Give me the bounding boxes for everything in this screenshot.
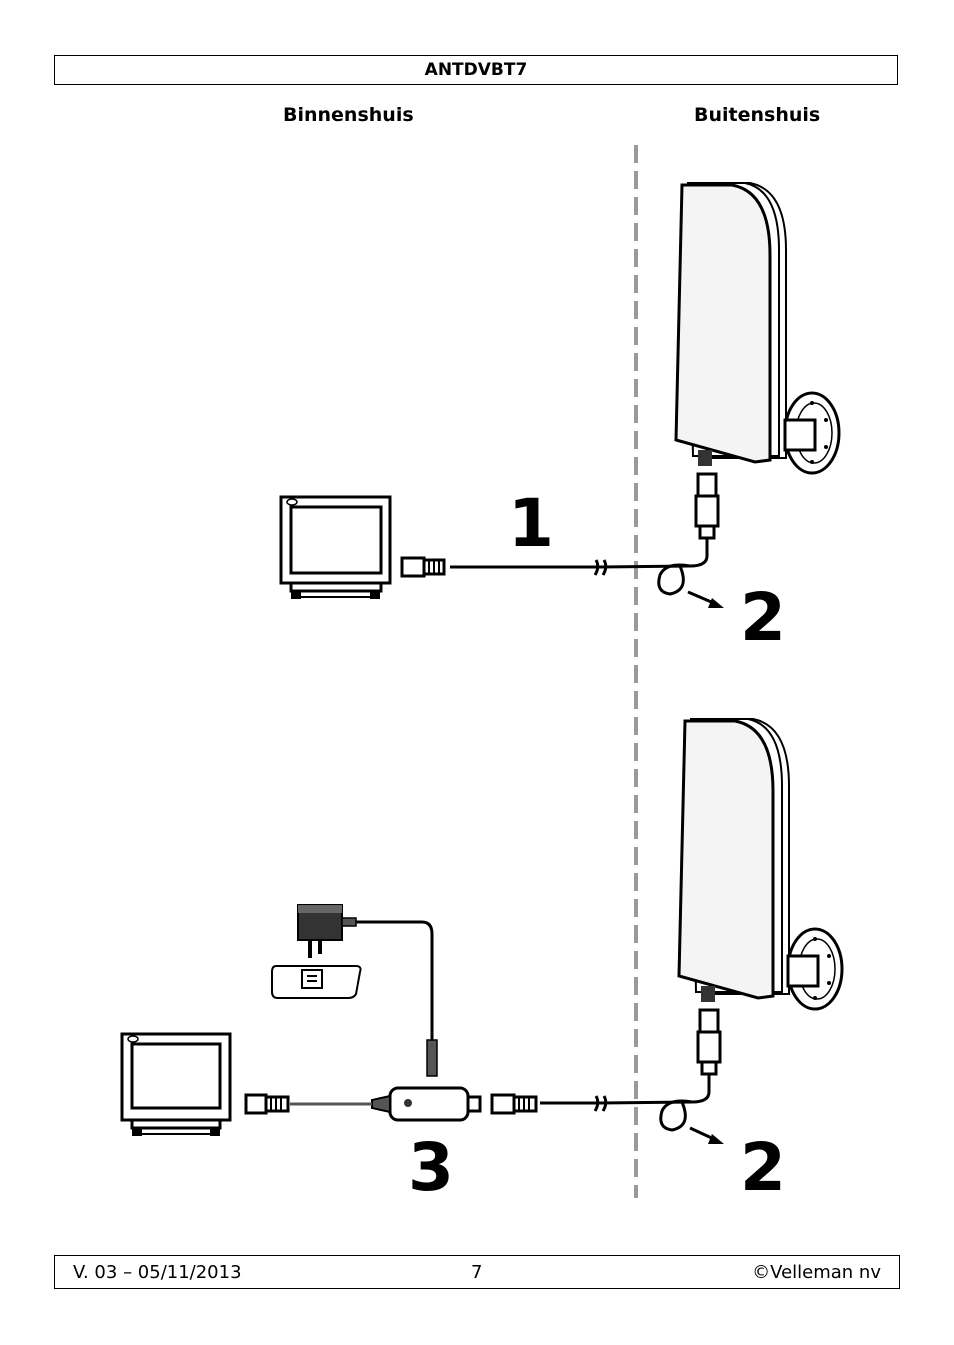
footer-copyright: ©Velleman nv xyxy=(752,1262,881,1283)
step-2-top-label: 2 xyxy=(740,579,786,656)
step-3-label: 3 xyxy=(408,1129,454,1206)
footer-version: V. 03 – 05/11/2013 xyxy=(73,1262,242,1283)
bottom-cable xyxy=(540,1074,711,1105)
top-cable-coil xyxy=(657,563,691,596)
outdoor-label: Buitenshuis xyxy=(694,104,821,126)
top-arrow-icon xyxy=(708,598,724,608)
amplifier-output-plug-icon xyxy=(490,1093,538,1115)
bottom-antenna-icon xyxy=(677,718,844,1011)
top-antenna-icon xyxy=(674,182,841,475)
bottom-arrow-icon xyxy=(708,1134,724,1144)
step-1-label: 1 xyxy=(508,485,554,562)
amplifier-icon xyxy=(371,1086,482,1122)
power-adapter-icon xyxy=(297,904,357,958)
footer-page-number: 7 xyxy=(471,1262,483,1283)
top-tv-icon xyxy=(279,495,392,599)
document-title: ANTDVBT7 xyxy=(54,55,898,85)
step-2-bottom-label: 2 xyxy=(740,1129,786,1206)
power-plug-icon xyxy=(426,1039,438,1077)
indoor-label: Binnenshuis xyxy=(283,104,414,126)
top-tv-plug-icon xyxy=(400,556,446,578)
bottom-cable-coil xyxy=(659,1099,693,1132)
bottom-tv-icon xyxy=(120,1032,232,1136)
top-coax-connector-icon xyxy=(694,472,720,540)
top-cable xyxy=(450,538,709,569)
footer: V. 03 – 05/11/2013 7 ©Velleman nv xyxy=(54,1255,900,1289)
wall-socket-icon xyxy=(271,965,362,999)
bottom-coax-connector-icon xyxy=(696,1008,722,1076)
bottom-tv-plug-icon xyxy=(244,1093,290,1115)
power-cable xyxy=(356,920,434,1040)
